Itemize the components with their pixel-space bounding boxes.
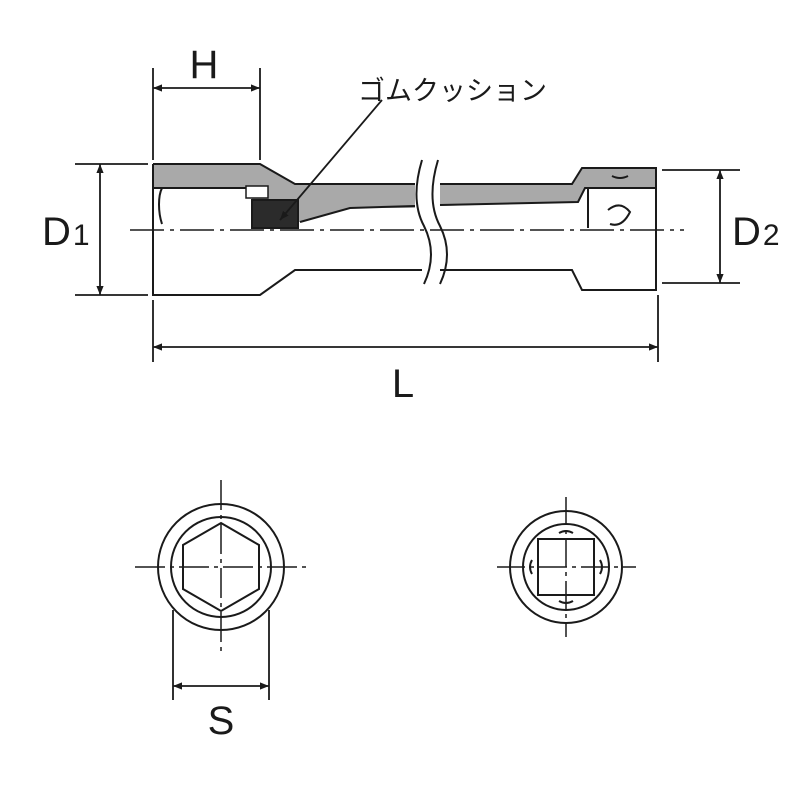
- label-d1-main: D: [42, 210, 71, 254]
- square-drive-detail: [587, 175, 632, 228]
- label-d1: D1: [42, 210, 90, 254]
- cushion-groove: [245, 185, 269, 199]
- label-d2-sub: 2: [763, 219, 780, 252]
- dimension-lines: [75, 68, 740, 362]
- square-drive-end-view: [497, 497, 636, 637]
- break-symbol: [415, 159, 432, 285]
- hex-opening: [182, 521, 260, 613]
- hex-bore-line: [153, 187, 252, 225]
- label-l: L: [392, 362, 414, 406]
- bore-taper: [299, 187, 656, 223]
- cushion-leader: [279, 99, 383, 221]
- break-symbol-2: [431, 159, 448, 285]
- side-view: [130, 159, 684, 296]
- label-d1-sub: 1: [73, 219, 90, 252]
- label-s: S: [208, 699, 235, 743]
- socket-outline-right: [440, 167, 657, 291]
- label-rubber-cushion: ゴムクッション: [358, 76, 547, 107]
- label-h: H: [190, 43, 219, 87]
- rubber-cushion: [251, 199, 299, 229]
- socket-outline-left: [152, 163, 422, 296]
- section-shading-right: [440, 168, 656, 206]
- hex-end-view: [135, 480, 308, 700]
- label-d2: D2: [732, 210, 780, 254]
- label-d2-main: D: [732, 210, 761, 254]
